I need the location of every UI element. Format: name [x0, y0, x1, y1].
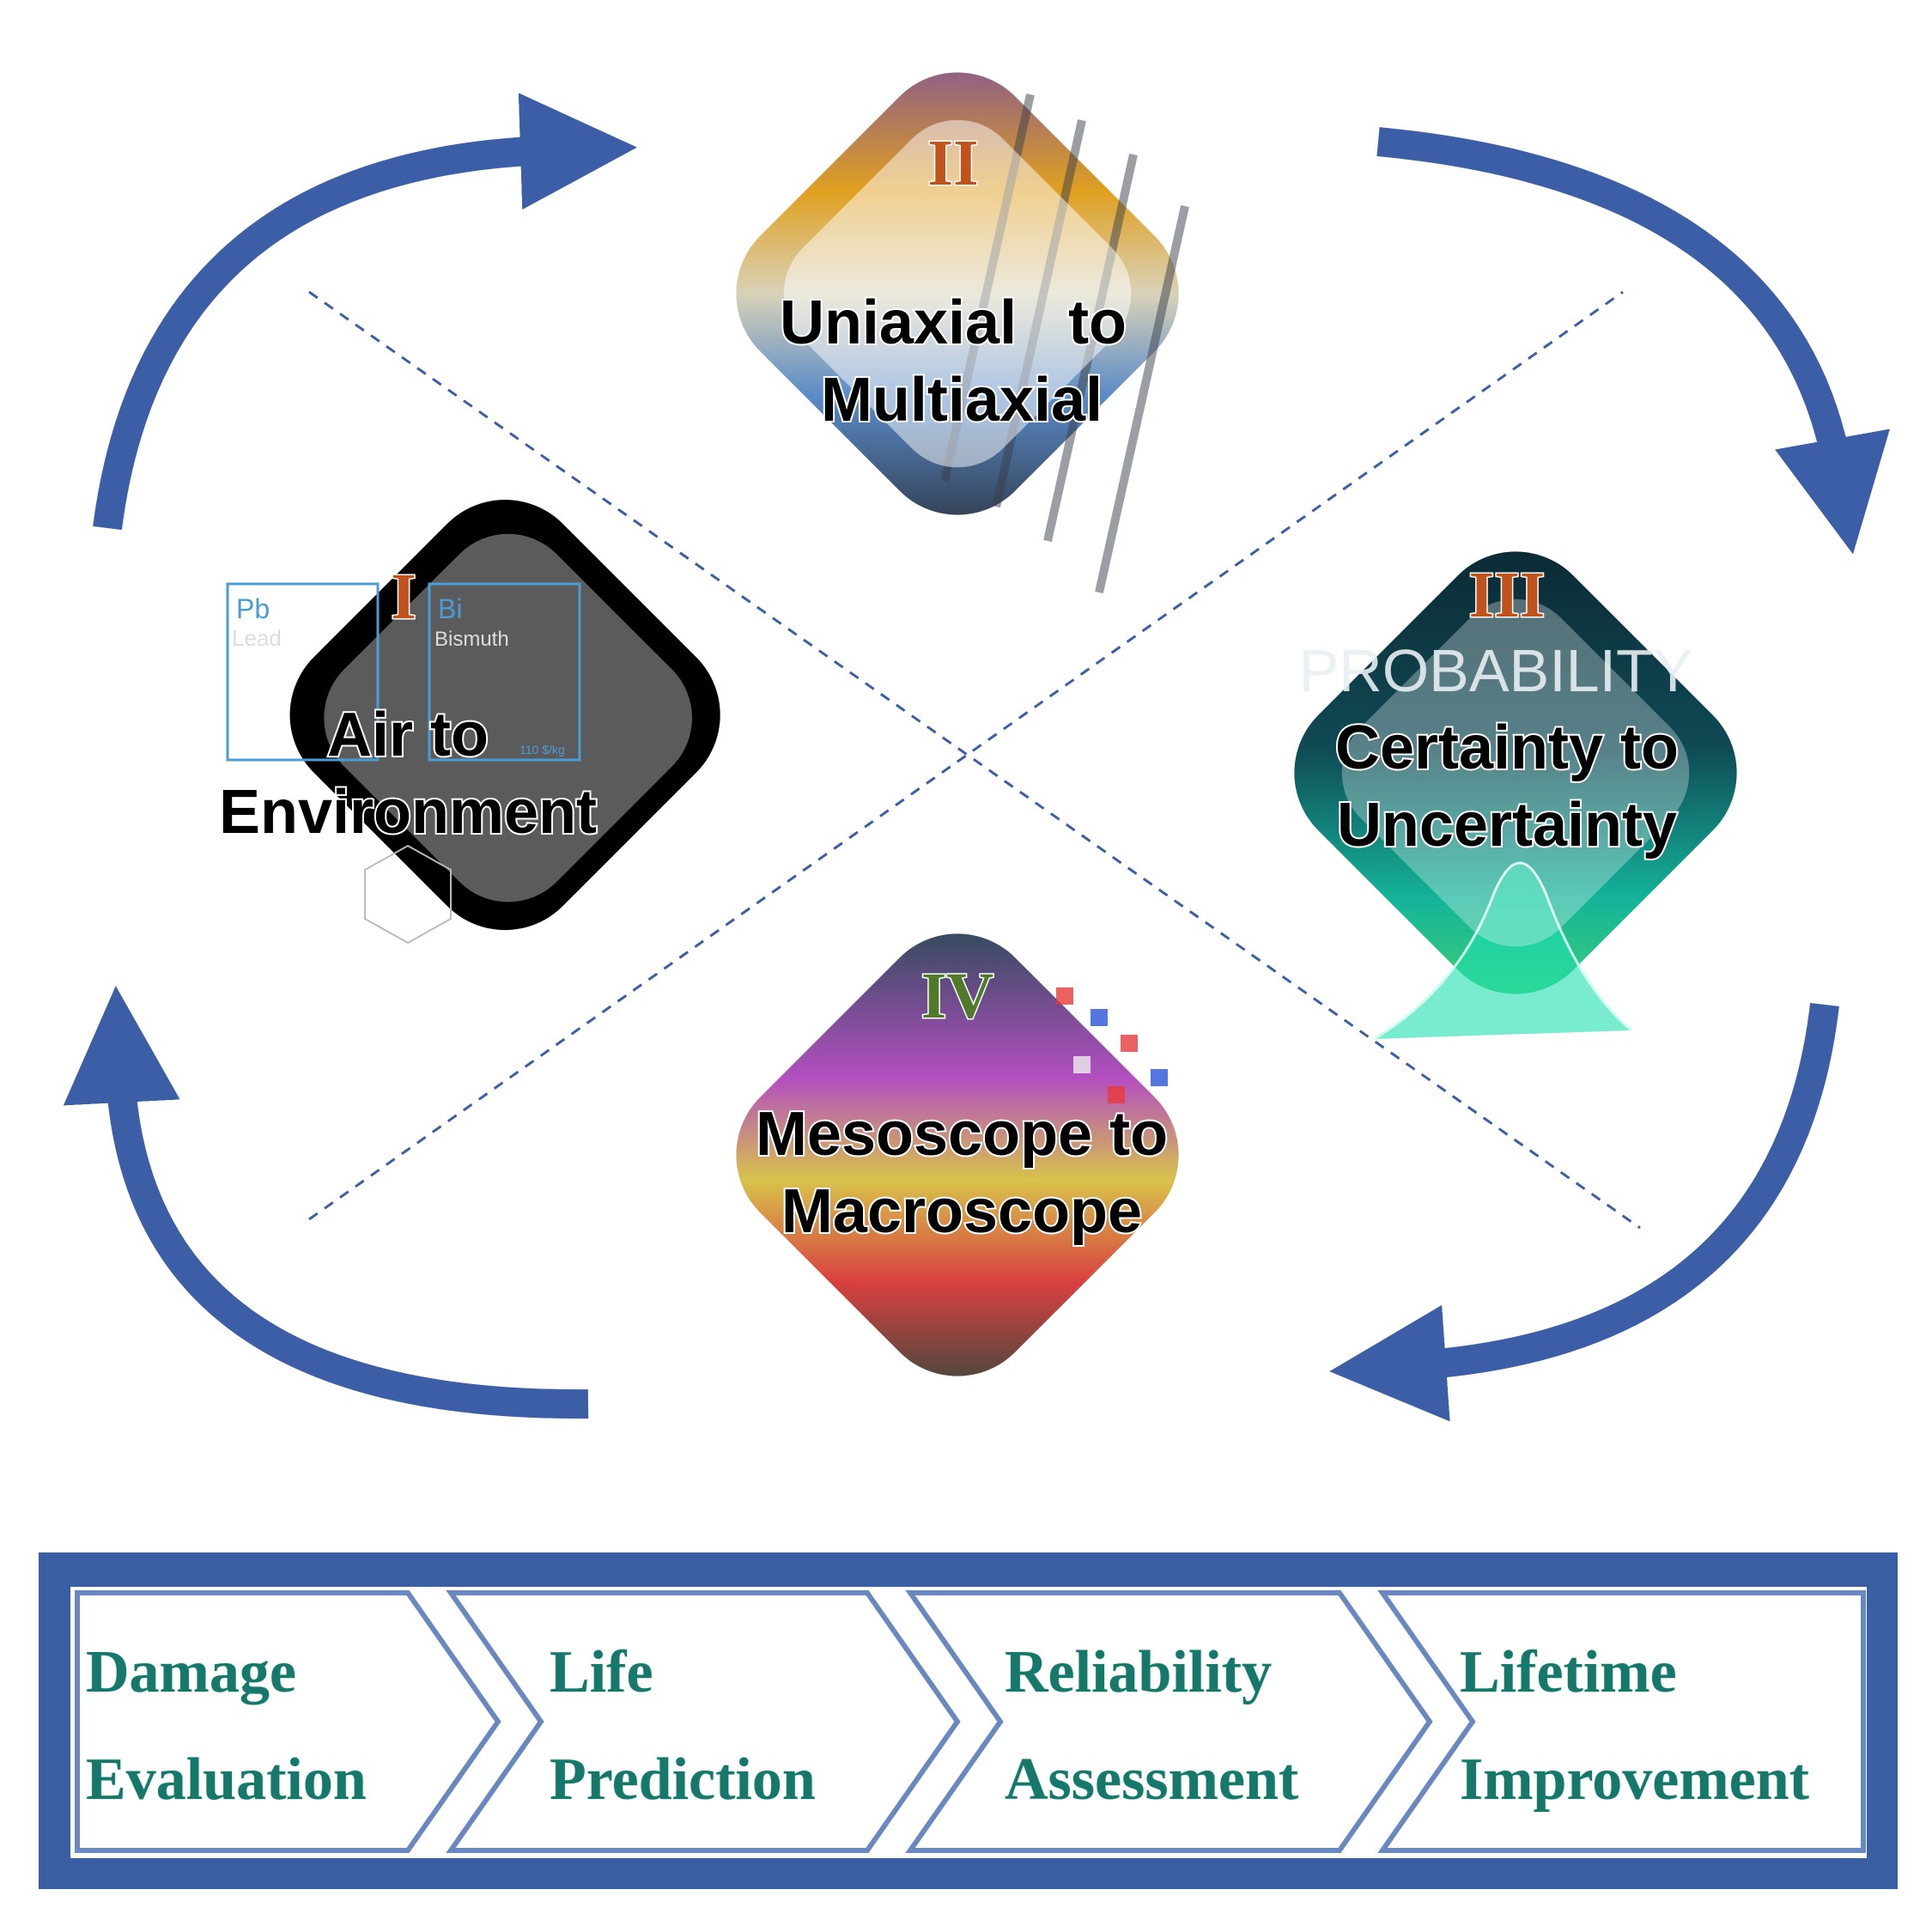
arrow-top-left	[93, 93, 637, 531]
particle-lattice-icon	[1056, 987, 1168, 1103]
step-4-line2: Improvement	[1460, 1747, 1809, 1813]
arrow-top-right	[1376, 127, 1890, 555]
tile-III-numeral: III	[1469, 559, 1546, 631]
tile-III-title-line2: Uncertainty	[1337, 791, 1677, 860]
element-symbol-lead: Pb	[236, 593, 270, 624]
workflow-step-life-prediction: Life Prediction	[446, 1590, 961, 1853]
probability-banner: PROBABILITY	[1298, 637, 1692, 704]
workflow-step-reliability-assessment: Reliability Assessment	[905, 1590, 1433, 1853]
tile-II-numeral: II	[927, 127, 978, 199]
step-1-line2: Evaluation	[86, 1747, 367, 1813]
element-card-bismuth	[428, 582, 581, 762]
radar-chart-icon	[364, 844, 452, 945]
step-2-line2: Prediction	[550, 1747, 816, 1813]
element-card-lead	[226, 582, 380, 762]
tile-certainty-to-uncertainty: III PROBABILITY Certainty to Uncertainty	[1294, 551, 1737, 1041]
element-name-bismuth: Bismuth	[434, 628, 509, 651]
workflow-banner: Damage Evaluation Life Prediction Reliab…	[39, 1552, 1898, 1889]
tile-I-title-line1: Air to	[327, 701, 489, 769]
tile-IV-title-line2: Macroscope	[781, 1177, 1142, 1246]
arrow-bottom-left	[63, 986, 589, 1419]
workflow-step-lifetime-improvement: Lifetime Improvement	[1377, 1590, 1866, 1853]
tile-uniaxial-to-multiaxial: II Uniaxial to Multiaxial	[736, 72, 1189, 594]
tile-mesoscope-to-macroscope: IV Mesoscope to Macroscope	[736, 933, 1179, 1376]
tile-IV-title-line1: Mesoscope to	[756, 1100, 1168, 1169]
step-3-line1: Reliability	[1005, 1639, 1272, 1705]
tile-air-to-environment: Pb Lead Bi Bismuth 110 $/kg I Air to Env…	[217, 500, 720, 945]
element-symbol-bismuth: Bi	[438, 593, 462, 624]
tile-III-title-line1: Certainty to	[1335, 714, 1679, 782]
tile-I-numeral: I	[391, 561, 416, 633]
dashed-guide-2	[308, 290, 1624, 1221]
tile-II-title-line2: Multiaxial	[821, 366, 1103, 434]
tile-II-title-line1: Uniaxial to	[780, 289, 1127, 357]
step-2-line1: Life	[550, 1639, 653, 1705]
workflow-step-damage-evaluation: Damage Evaluation	[75, 1590, 501, 1853]
step-3-line2: Assessment	[1005, 1747, 1298, 1813]
tile-I-title-line2: Environment	[219, 778, 597, 847]
distribution-curve-icon	[1373, 861, 1632, 1041]
element-name-lead: Lead	[232, 625, 282, 651]
step-1-line1: Damage	[86, 1639, 296, 1705]
tile-IV-numeral: IV	[921, 960, 994, 1032]
step-4-line1: Lifetime	[1460, 1639, 1677, 1705]
dashed-guide-1	[308, 290, 1641, 1230]
element-price: 110 $/kg	[519, 743, 565, 756]
arrow-bottom-right	[1329, 1003, 1839, 1422]
